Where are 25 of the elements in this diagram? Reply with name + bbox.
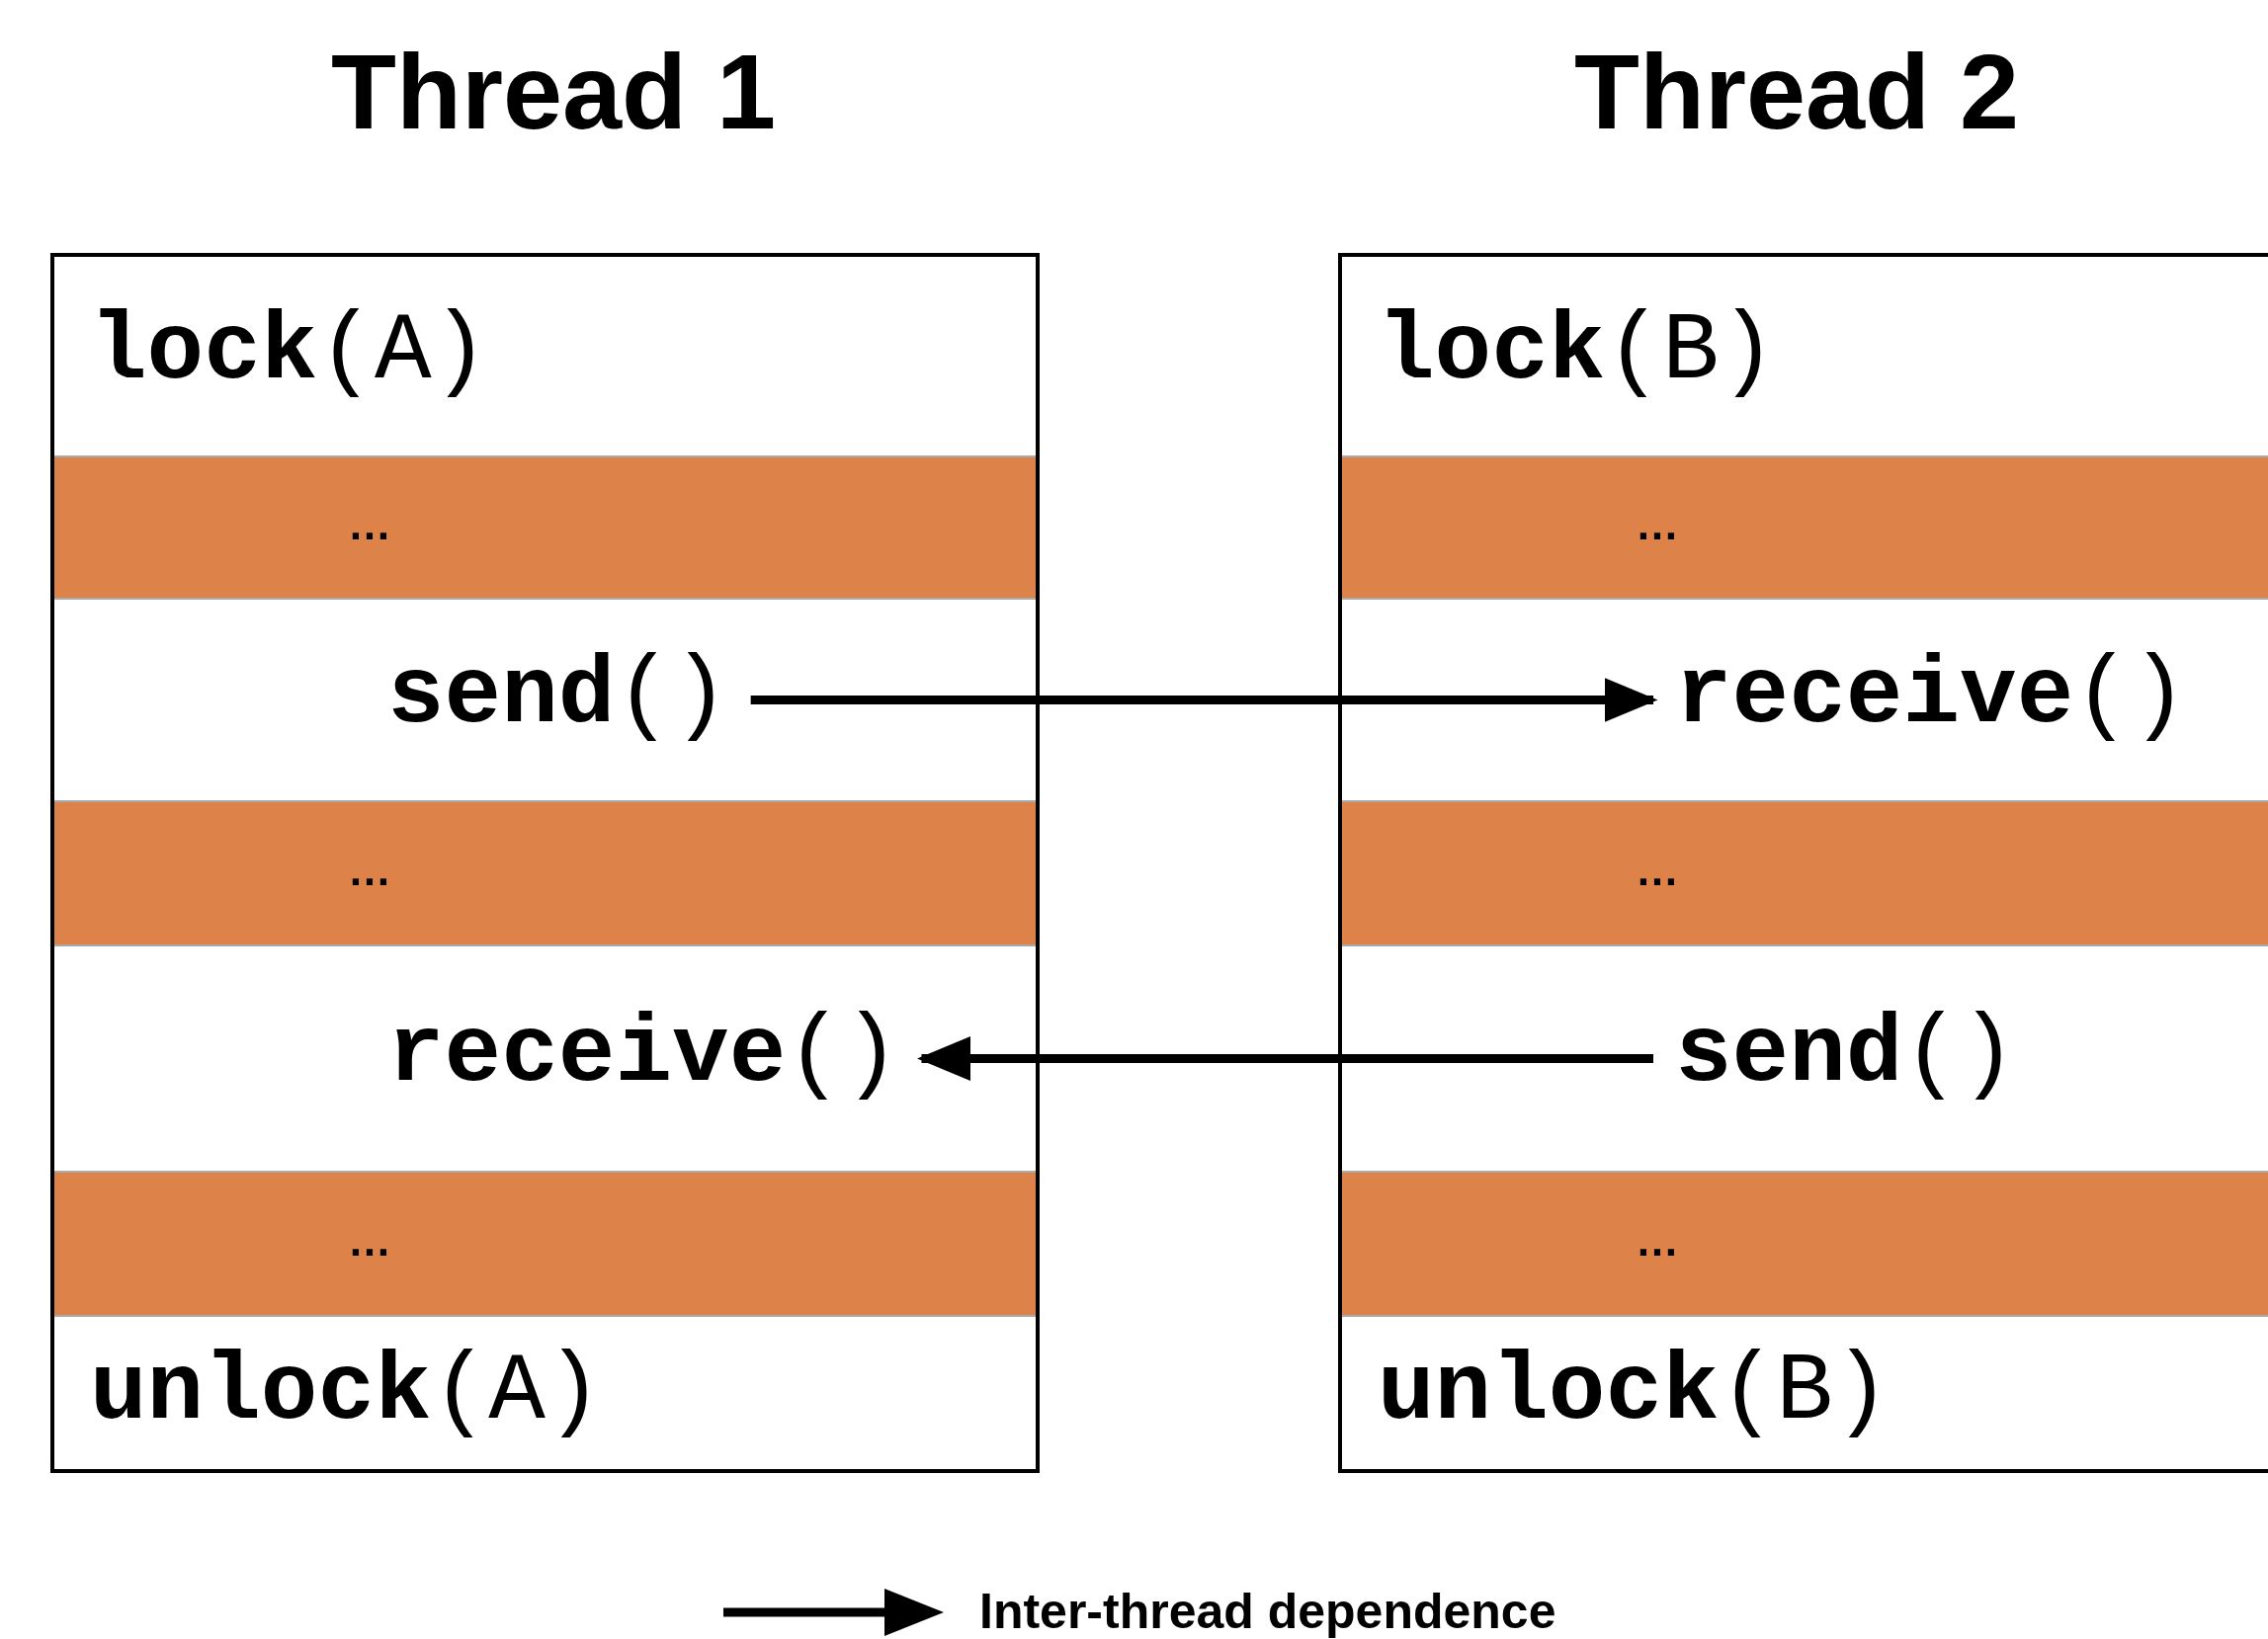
thread-heading: Thread 2	[1574, 31, 2020, 153]
code-band	[1342, 800, 2268, 946]
dependency-arrow	[917, 1036, 1653, 1081]
code-band	[1342, 1171, 2268, 1317]
code-statement: lock(A)	[90, 304, 489, 400]
code-statement: lock(B)	[1378, 304, 1777, 400]
ellipsis: …	[1636, 1216, 1679, 1266]
ellipsis: …	[1636, 846, 1679, 895]
dependency-arrow	[750, 678, 1658, 722]
ellipsis: …	[348, 1216, 391, 1266]
function-call: send()	[387, 648, 729, 744]
thread-heading: Thread 1	[331, 31, 777, 153]
ellipsis: …	[1636, 500, 1679, 549]
function-call: receive()	[387, 1007, 900, 1103]
legend-label: Inter-thread dependence	[979, 1583, 1556, 1639]
code-band	[1342, 455, 2268, 600]
function-call: receive()	[1675, 648, 2188, 744]
code-statement: unlock(A)	[90, 1346, 603, 1440]
code-band	[54, 800, 1036, 946]
ellipsis: …	[348, 846, 391, 895]
function-call: send()	[1675, 1007, 2017, 1103]
code-band	[54, 455, 1036, 600]
code-statement: unlock(B)	[1378, 1346, 1890, 1440]
ellipsis: …	[348, 500, 391, 549]
code-band	[54, 1171, 1036, 1317]
